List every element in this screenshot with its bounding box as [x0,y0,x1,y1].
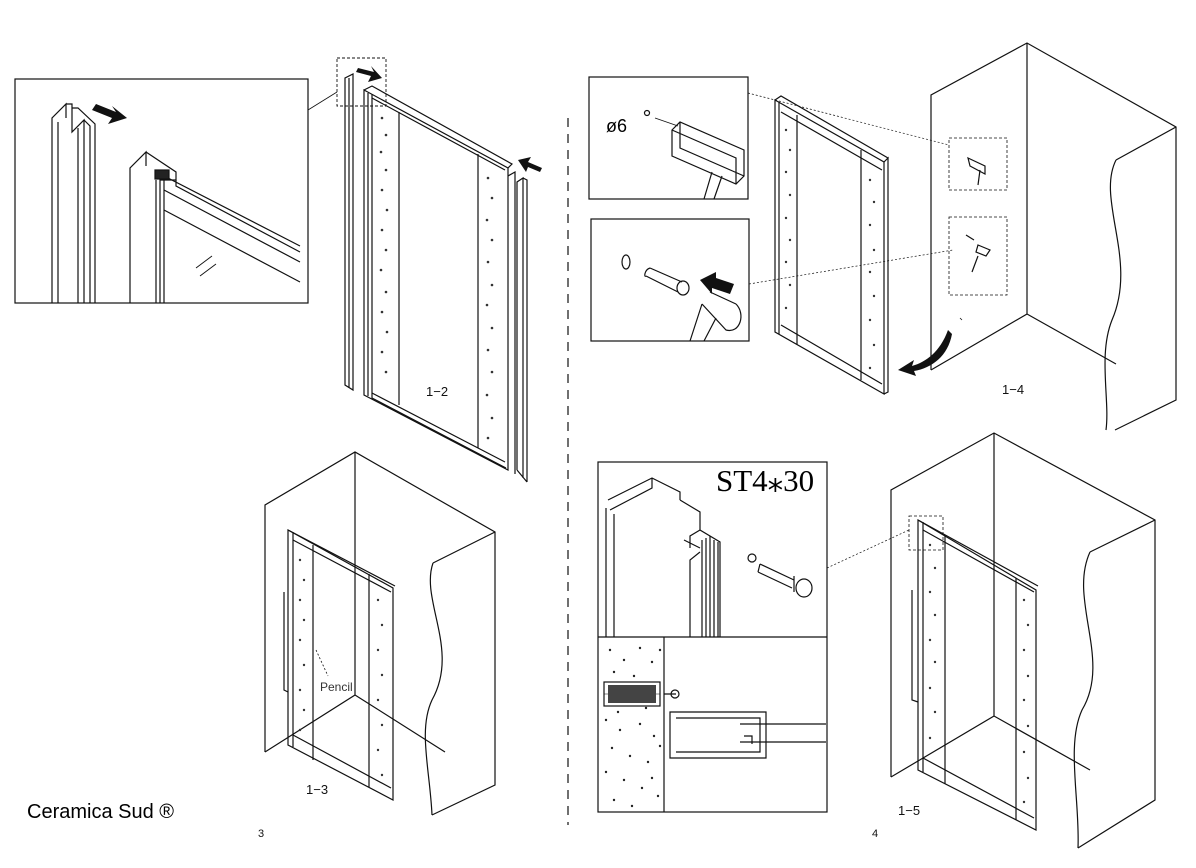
rotate-arrow-icon [898,330,952,376]
step-label-1-5: 1−5 [898,803,920,818]
step-label-1-4: 1−4 [1002,382,1024,397]
step-1-5-figure [826,432,1156,849]
arrow-into-wall-icon [700,272,734,294]
drill-size-label: ø6 [606,116,627,136]
dot-pattern-1-5 [928,543,1030,804]
wall-texture-pattern [604,646,662,808]
drill-detail-box [588,76,749,200]
dot-pattern-1-4 [784,128,876,370]
dot-pattern-1-3 [298,558,384,777]
page-number-right: 4 [872,828,878,840]
arrow-right-icon [356,66,382,82]
brand-name: Ceramica Sud ® [27,801,174,823]
slide-arrow-icon [92,104,127,124]
profile-detail-box [14,78,338,304]
step-label-1-2: 1−2 [426,384,448,399]
step-1-4-figure [747,42,1177,431]
pencil-label: Pencil [320,680,353,694]
screw-detail-box [597,461,828,813]
dot-pattern-left [379,116,494,440]
step-1-2-figure [336,57,528,483]
page-number-left: 3 [258,828,264,840]
step-1-3-figure [264,451,496,816]
step-label-1-3: 1−3 [306,782,328,797]
plug-detail-box [590,218,954,342]
arrow-left-icon [518,157,542,172]
screw-spec-label: ST4⁎30 [716,463,814,498]
